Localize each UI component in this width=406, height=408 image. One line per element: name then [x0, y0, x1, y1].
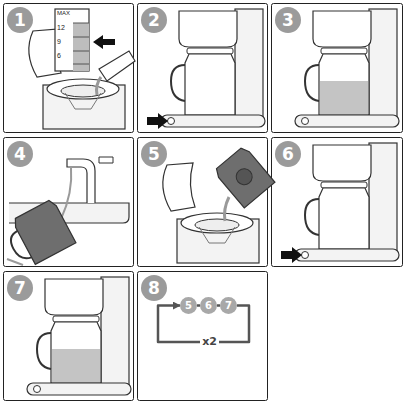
step-number: 3	[275, 7, 301, 33]
scale-mark: 12	[57, 24, 65, 31]
step-label: 6	[282, 146, 294, 163]
step-number: 7	[7, 275, 33, 301]
step-reference: 6	[200, 297, 217, 314]
step-reference: 5	[180, 297, 197, 314]
panel-frames	[4, 4, 403, 401]
rinse-jug-figure	[1, 157, 129, 270]
step-number: 4	[7, 141, 33, 167]
brewing-figure	[295, 9, 399, 127]
brewing-figure	[27, 277, 131, 395]
scale-mark: 9	[57, 38, 61, 45]
step-label: 8	[148, 280, 160, 297]
scale-mark: MAX	[57, 10, 70, 16]
step-number: 5	[141, 141, 167, 167]
step-label: 5	[148, 146, 160, 163]
step-label: 6	[205, 301, 212, 311]
fill-water-figure	[29, 9, 135, 129]
pour-water-figure	[163, 146, 275, 263]
repeat-count: x2	[200, 336, 219, 348]
step-number: 1	[7, 7, 33, 33]
step-label: 7	[225, 301, 232, 311]
step-label: 7	[14, 280, 26, 297]
step-number: 6	[275, 141, 301, 167]
step-number: 8	[141, 275, 167, 301]
scale-mark: 6	[57, 52, 61, 59]
step-number: 2	[141, 7, 167, 33]
step-label: 2	[148, 12, 160, 29]
step-label: 4	[14, 146, 26, 163]
step-label: 1	[14, 12, 26, 29]
step-label: 5	[185, 301, 192, 311]
step-label: 3	[282, 12, 294, 29]
step-reference: 7	[220, 297, 237, 314]
